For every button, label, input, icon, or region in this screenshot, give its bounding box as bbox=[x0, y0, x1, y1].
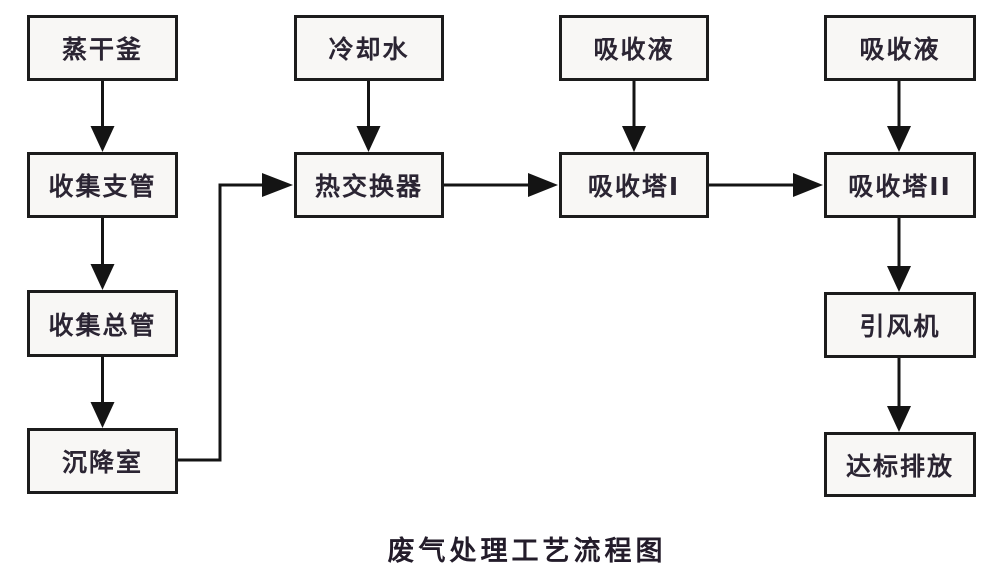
node-absorption-liquid-2: 吸收液 bbox=[824, 15, 976, 81]
arrow-tower-1-to-tower-2 bbox=[709, 173, 823, 197]
arrow-branch-pipe-to-main-pipe bbox=[90, 218, 115, 290]
node-heat-exchanger: 热交换器 bbox=[294, 152, 444, 218]
arrow-cooling-water-to-heat-exchanger bbox=[356, 81, 381, 152]
node-label: 冷却水 bbox=[328, 35, 410, 64]
node-label: 收集支管 bbox=[48, 172, 157, 201]
arrow-settling-chamber-to-heat-exchanger bbox=[178, 173, 293, 462]
node-label: 吸收液 bbox=[593, 35, 675, 64]
node-compliant-discharge: 达标排放 bbox=[824, 432, 976, 497]
node-collection-branch-pipe: 收集支管 bbox=[27, 152, 178, 218]
arrow-liquid-1-to-tower-1 bbox=[622, 81, 646, 152]
node-label: 达标排放 bbox=[845, 451, 954, 481]
node-settling-chamber: 沉降室 bbox=[27, 428, 178, 494]
arrow-liquid-2-to-tower-2 bbox=[887, 81, 911, 152]
node-label: 吸收塔II bbox=[848, 172, 952, 201]
node-induced-draft-fan: 引风机 bbox=[824, 292, 976, 358]
node-cooling-water: 冷却水 bbox=[294, 15, 444, 81]
node-collection-main-pipe: 收集总管 bbox=[27, 290, 178, 357]
arrow-main-pipe-to-settling-chamber bbox=[90, 357, 115, 428]
arrow-heat-exchanger-to-tower-1 bbox=[444, 173, 558, 197]
node-label: 吸收液 bbox=[859, 35, 941, 64]
arrow-kettle-to-branch-pipe bbox=[90, 81, 115, 152]
node-absorption-tower-2: 吸收塔II bbox=[824, 152, 976, 218]
node-label: 沉降室 bbox=[61, 448, 143, 477]
node-label: 热交换器 bbox=[314, 172, 423, 201]
node-label: 吸收塔I bbox=[587, 172, 681, 201]
node-steam-drying-kettle: 蒸干釜 bbox=[27, 15, 178, 81]
arrow-tower-2-to-draft-fan bbox=[887, 218, 911, 292]
node-absorption-tower-1: 吸收塔I bbox=[559, 152, 709, 218]
diagram-title: 废气处理工艺流程图 bbox=[387, 536, 667, 567]
node-absorption-liquid-1: 吸收液 bbox=[559, 15, 709, 81]
node-label: 蒸干釜 bbox=[61, 35, 143, 64]
arrow-draft-fan-to-discharge bbox=[887, 358, 911, 432]
node-label: 收集总管 bbox=[48, 310, 157, 340]
node-label: 引风机 bbox=[859, 312, 941, 341]
